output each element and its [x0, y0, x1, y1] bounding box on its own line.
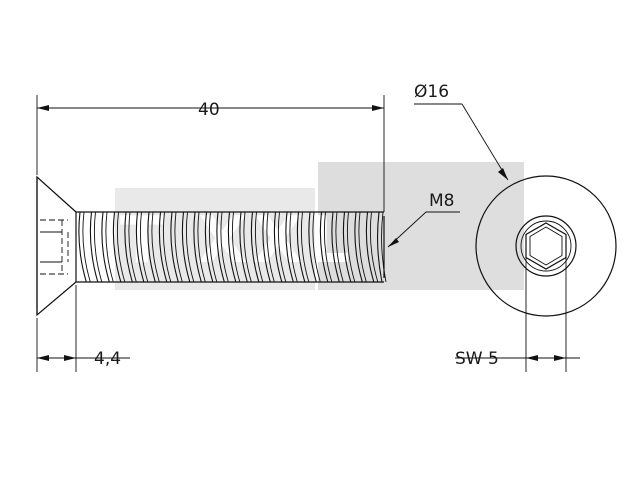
thread-crest [216, 211, 225, 283]
thread-root [162, 211, 172, 283]
head-circle [475, 175, 617, 317]
thread-crest [250, 211, 260, 283]
watermark: T XXL [115, 162, 524, 290]
hex-socket [525, 222, 567, 270]
thread-crest [170, 211, 179, 283]
thread-root [323, 211, 333, 283]
thread-root [105, 211, 114, 283]
thread-root [381, 211, 387, 283]
thread-crest [181, 211, 191, 283]
thread-root [82, 211, 91, 283]
thread-root [220, 211, 229, 283]
head-height-dimension: 4,4 [36, 285, 130, 372]
thread-crest [308, 211, 317, 283]
socket-inner-circle [520, 220, 572, 272]
thread-helix [78, 211, 387, 283]
thread-crest [377, 211, 383, 283]
thread-root [151, 211, 160, 283]
watermark-text: T XXL [120, 204, 355, 278]
thread-root [243, 211, 252, 283]
head-diameter-callout: Ø16 [414, 82, 509, 181]
thread-label: M8 [429, 191, 454, 211]
thread-crest [147, 211, 156, 283]
thread-root [289, 211, 298, 283]
head-height-label: 4,4 [94, 349, 121, 369]
thread-crest [262, 211, 271, 283]
thread-crest [319, 211, 329, 283]
thread-crest [227, 211, 237, 283]
thread-root [254, 211, 264, 283]
socket-size-dimension: SW 5 [455, 258, 580, 372]
thread-crest [89, 211, 99, 283]
thread-crest [296, 211, 306, 283]
thread-root [231, 211, 241, 283]
head-diameter-label: Ø16 [414, 82, 449, 102]
thread-root [174, 211, 183, 283]
thread-crest [331, 211, 340, 283]
thread-root [369, 211, 379, 283]
thread-root [197, 211, 206, 283]
thread-root [208, 211, 218, 283]
thread-callout: M8 [387, 191, 460, 248]
thread-root [277, 211, 287, 283]
screw-end-view [475, 175, 617, 317]
thread-root [266, 211, 275, 283]
length-dimension: 40 [36, 95, 385, 212]
thread-crest [135, 211, 145, 283]
thread-crest [354, 211, 363, 283]
screw-side-view [36, 175, 387, 317]
thread-root [300, 211, 310, 283]
watermark-box [318, 162, 524, 290]
thread-crest [193, 211, 202, 283]
thread-crest [158, 211, 168, 283]
thread-root [185, 211, 195, 283]
thread-root [116, 211, 126, 283]
socket-hidden-lines [40, 219, 69, 275]
thread-root [139, 211, 149, 283]
thread-root [312, 211, 321, 283]
thread-crest [204, 211, 214, 283]
thread-root [346, 211, 356, 283]
thread-crest [285, 211, 294, 283]
thread-crest [124, 211, 133, 283]
thread-crest [78, 211, 87, 283]
thread-root [358, 211, 367, 283]
thread-crest [365, 211, 375, 283]
thread-root [93, 211, 103, 283]
thread-crest [239, 211, 248, 283]
hex-socket-inner [529, 226, 563, 266]
thread-crest [342, 211, 352, 283]
thread-crest [101, 211, 110, 283]
thread-crest [112, 211, 122, 283]
length-label: 40 [198, 100, 220, 120]
socket-size-label: SW 5 [455, 349, 499, 369]
thread-root [128, 211, 137, 283]
screw-head-outline [36, 175, 77, 317]
thread-root [335, 211, 344, 283]
thread-crest [273, 211, 283, 283]
socket-outer-circle [515, 215, 577, 277]
